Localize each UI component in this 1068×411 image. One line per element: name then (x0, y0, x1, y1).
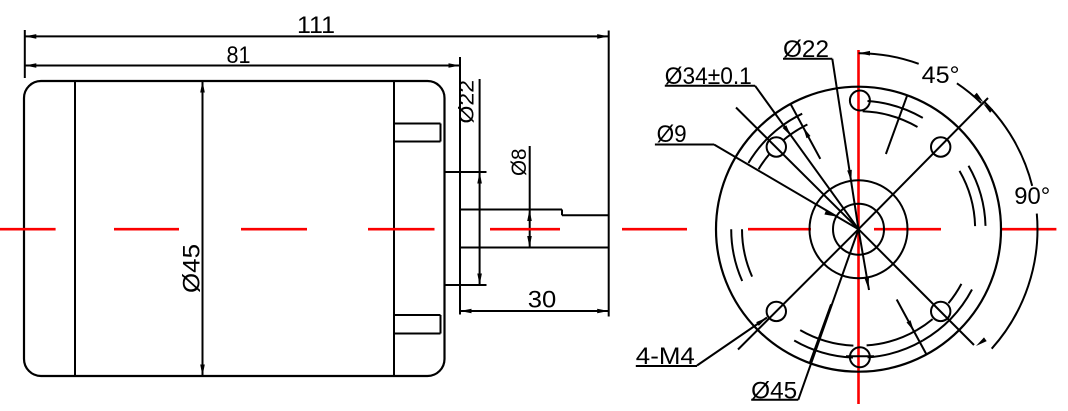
svg-text:Ø22: Ø22 (456, 80, 479, 124)
svg-text:Ø8: Ø8 (508, 149, 531, 177)
svg-text:45°: 45° (922, 62, 960, 89)
svg-text:111: 111 (297, 12, 335, 39)
svg-text:30: 30 (528, 287, 557, 314)
svg-text:Ø45: Ø45 (179, 244, 206, 293)
svg-text:81: 81 (227, 42, 251, 69)
svg-text:90°: 90° (1014, 183, 1050, 210)
